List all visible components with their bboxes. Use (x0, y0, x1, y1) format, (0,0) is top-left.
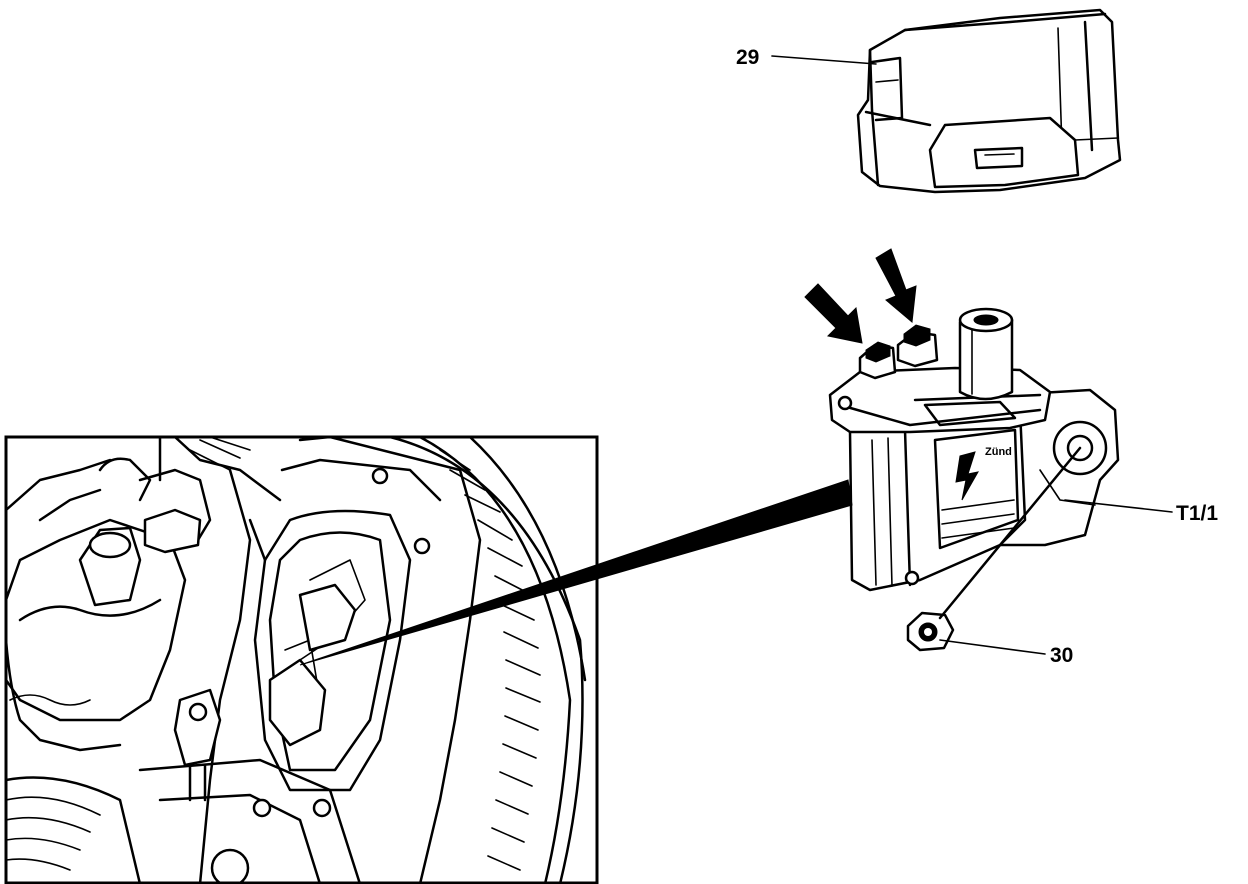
arrow-down-right-icon (804, 283, 863, 344)
leader-29 (771, 55, 877, 65)
callout-nut: 30 (1050, 644, 1073, 667)
terminal-left (858, 341, 897, 380)
high-voltage-icon (955, 451, 979, 501)
ignition-coil-cover (856, 8, 1122, 194)
leader-30 (939, 639, 1046, 655)
leader-t1-1 (1064, 499, 1173, 513)
hex-nut (906, 611, 955, 652)
inset-frame (4, 435, 599, 884)
svg-text:Zünd: Zünd (985, 446, 1012, 458)
assembly-line (938, 446, 1082, 620)
ignition-coil: Zünd (828, 307, 1120, 592)
detail-pointer (299, 479, 853, 666)
callout-cover: 29 (736, 46, 759, 69)
arrow-down-right-icon (875, 248, 917, 323)
engine-bay-inset (4, 435, 599, 884)
callout-coil: T1/1 (1176, 502, 1218, 525)
terminal-right (896, 324, 939, 368)
